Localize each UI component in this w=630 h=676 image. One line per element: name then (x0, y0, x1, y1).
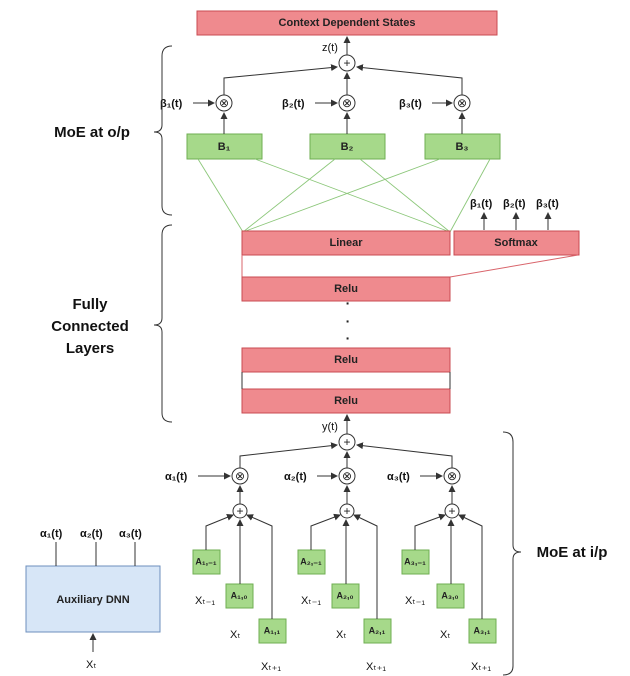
relu-layer-top-label: Relu (334, 283, 358, 295)
section-fc-line3: Layers (66, 340, 114, 357)
auxiliary-dnn-box (25, 565, 161, 633)
expert-a1-0-label: A₁,₀ (231, 590, 248, 600)
relu-layer-bottom-label: Relu (334, 395, 358, 407)
input-x-tm1-g3: Xₜ₋₁ (405, 595, 425, 607)
input-x-tp1-g3: Xₜ₊₁ (471, 661, 491, 673)
alpha-weight-3: α₃(t) (387, 471, 410, 483)
ellipsis-dot-3: · (346, 330, 351, 346)
beta-weight-1: β₁(t) (160, 98, 183, 110)
section-moe-input: MoE at i/p (537, 544, 608, 561)
add-icon: + (343, 435, 350, 449)
section-fc-line1: Fully (72, 296, 108, 313)
sum-op-output (338, 54, 356, 72)
input-x-tp1-g2: Xₜ₊₁ (366, 661, 386, 673)
expert-b2-box (309, 133, 386, 160)
beta-weight-2: β₂(t) (282, 98, 305, 110)
alpha-weight-2: α₂(t) (284, 471, 307, 483)
alpha-output-2: α₂(t) (80, 528, 103, 540)
beta-output-1: β₁(t) (470, 198, 493, 210)
multiply-icon: ⊗ (447, 469, 457, 483)
expert-a2-0-label: A₂,₀ (336, 590, 353, 600)
add-icon: + (448, 504, 455, 518)
expert-a1-1-label: A₁,₁ (264, 625, 281, 635)
add-icon: + (343, 56, 350, 70)
expert-a2-m1-label: A₂,₋₁ (300, 556, 322, 566)
softmax-layer-box (453, 230, 580, 256)
multiply-icon: ⊗ (235, 469, 245, 483)
auxiliary-dnn-label: Auxiliary DNN (56, 594, 129, 606)
multiply-icon: ⊗ (342, 96, 352, 110)
ellipsis-dot-2: · (346, 313, 351, 329)
input-x-t-g2: Xₜ (336, 629, 347, 641)
input-x-t-g1: Xₜ (230, 629, 241, 641)
input-x-tm1-g2: Xₜ₋₁ (301, 595, 321, 607)
expert-a2-1-label: A₂,₁ (369, 625, 386, 635)
y-t-label: y(t) (322, 421, 338, 433)
relu-layer-bottom-box (241, 388, 451, 414)
input-x-t-g3: Xₜ (440, 629, 451, 641)
section-fc-line2: Connected (51, 318, 129, 335)
context-dependent-states-label: Context Dependent States (279, 17, 416, 29)
expert-a3-1-label: A₃,₁ (474, 625, 491, 635)
brace-fully-connected (153, 224, 173, 423)
expert-a3-1-box (468, 618, 497, 644)
context-dependent-states-box (196, 10, 498, 36)
brace-moe-input (502, 431, 522, 676)
expert-b1-box (186, 133, 263, 160)
expert-b2-label: B₂ (341, 141, 354, 153)
multiply-icon: ⊗ (457, 96, 467, 110)
expert-a3-0-box (436, 583, 465, 609)
input-x-tm1-g1: Xₜ₋₁ (195, 595, 215, 607)
expert-a1-1-box (258, 618, 287, 644)
beta-output-2: β₂(t) (503, 198, 526, 210)
multiply-icon: ⊗ (219, 96, 229, 110)
z-t-label: z(t) (322, 42, 338, 54)
expert-a1-m1-label: A₁,₋₁ (195, 556, 216, 566)
alpha-output-3: α₃(t) (119, 528, 142, 540)
relu-layer-mid-box (241, 347, 451, 373)
relu-layer-mid-label: Relu (334, 354, 358, 366)
ellipsis-dot-1: · (346, 295, 351, 311)
expert-b3-label: B₃ (455, 141, 468, 153)
add-icon: + (236, 504, 243, 518)
expert-a3-0-label: A₃,₀ (441, 590, 458, 600)
expert-a3-m1-label: A₃,₋₁ (404, 556, 426, 566)
softmax-layer-label: Softmax (494, 237, 538, 249)
expert-a1-m1-box (192, 549, 221, 575)
section-moe-output: MoE at o/p (54, 124, 130, 141)
auxiliary-input-label: Xₜ (86, 659, 97, 671)
linear-layer-box (241, 230, 451, 256)
alpha-weight-1: α₁(t) (165, 471, 188, 483)
beta-weight-3: β₃(t) (399, 98, 422, 110)
add-icon: + (343, 504, 350, 518)
linear-layer-label: Linear (329, 237, 363, 249)
multiply-icon: ⊗ (342, 469, 352, 483)
expert-b3-box (424, 133, 501, 160)
expert-a2-m1-box (297, 549, 326, 575)
input-x-tp1-g1: Xₜ₊₁ (261, 661, 281, 673)
sum-op-input (338, 433, 356, 451)
expert-b1-label: B₁ (218, 141, 231, 153)
beta-output-3: β₃(t) (536, 198, 559, 210)
alpha-output-1: α₁(t) (40, 528, 63, 540)
brace-moe-output (153, 45, 173, 216)
expert-a2-1-box (363, 618, 392, 644)
relu-layer-top-box (241, 276, 451, 302)
